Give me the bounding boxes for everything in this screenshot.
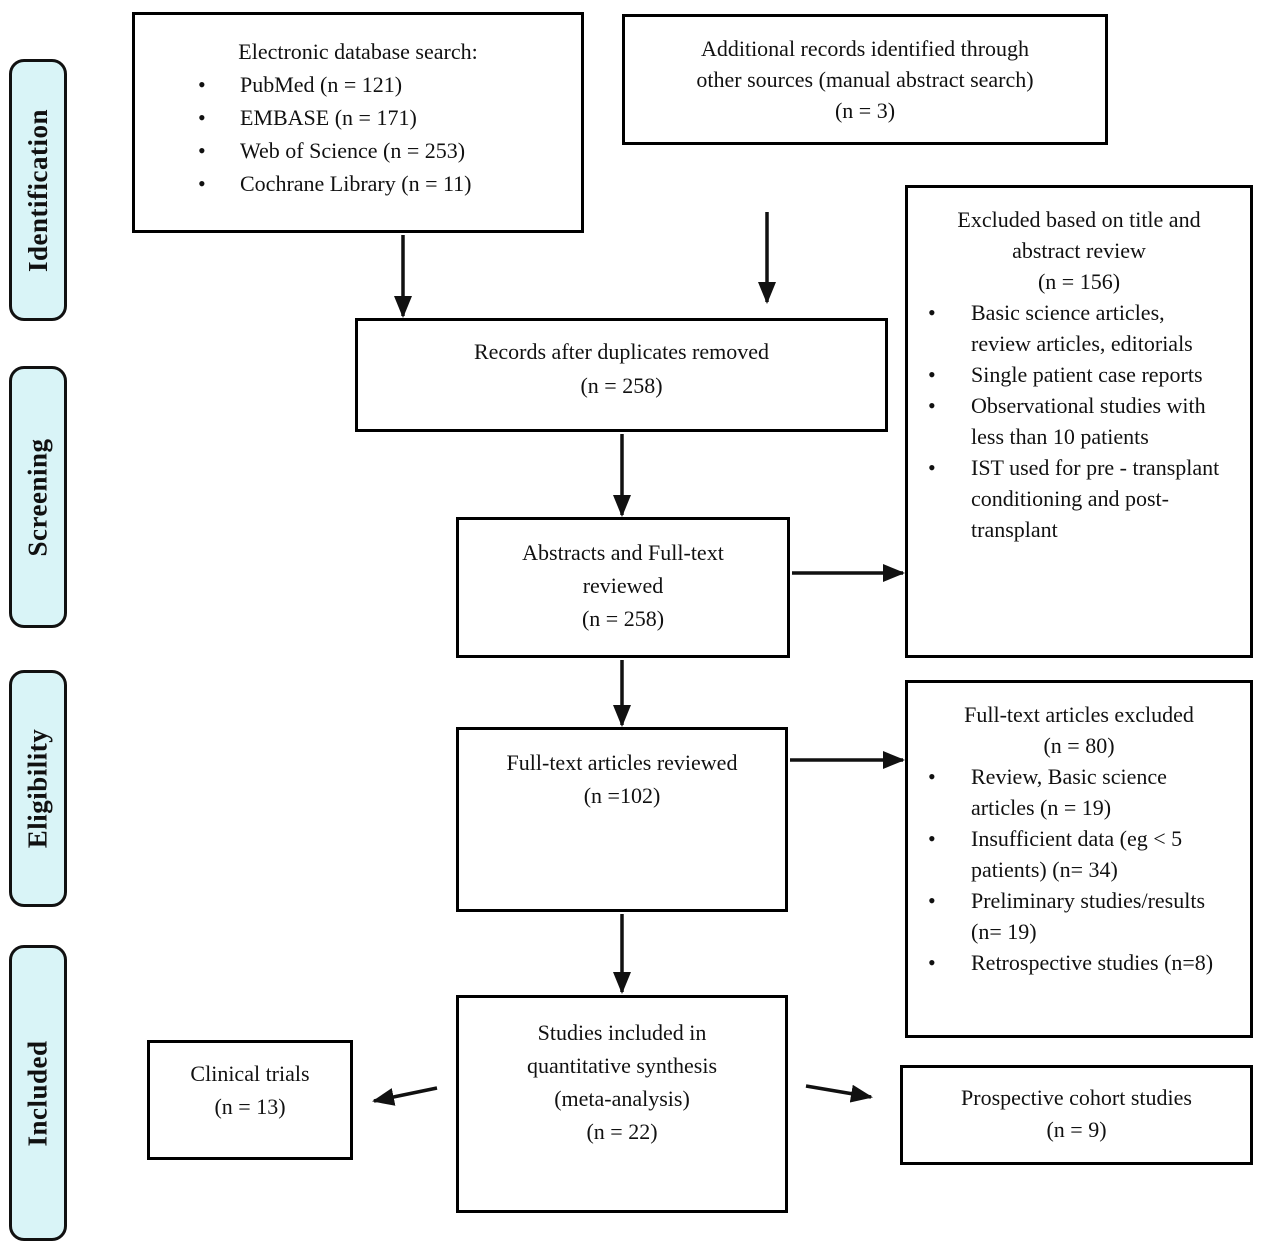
box-line: (meta-analysis) <box>554 1086 690 1111</box>
excluded-title-abstract-box: Excluded based on title and abstract rev… <box>905 185 1253 658</box>
box-line: reviewed <box>582 573 664 598</box>
database-list: PubMed (n = 121) EMBASE (n = 171) Web of… <box>135 68 581 200</box>
box-line: Full-text articles reviewed <box>506 750 738 775</box>
list-item: Insufficient data (eg < 5 patients) (n= … <box>908 823 1250 885</box>
stage-identification: Identification <box>9 59 67 321</box>
box-line: other sources (manual abstract search) <box>696 67 1034 92</box>
stage-label: Screening <box>22 438 53 556</box>
stage-included: Included <box>9 945 67 1241</box>
prospective-cohort-box: Prospective cohort studies (n = 9) <box>900 1065 1253 1165</box>
list-item: Review, Basic science articles (n = 19) <box>908 761 1250 823</box>
clinical-trials-box: Clinical trials (n = 13) <box>147 1040 353 1160</box>
abstracts-reviewed-box: Abstracts and Full-text reviewed (n = 25… <box>456 517 790 658</box>
stage-label: Included <box>22 1039 53 1147</box>
box-line: Abstracts and Full-text <box>522 540 724 565</box>
arrow-synthesis-to-clinical-trials <box>372 1086 438 1106</box>
box-title-line: abstract review <box>1012 238 1146 263</box>
duplicates-removed-box: Records after duplicates removed (n = 25… <box>355 318 888 432</box>
box-line: (n = 13) <box>214 1094 286 1119</box>
list-item: Basic science articles, review articles,… <box>908 297 1250 359</box>
box-line: Prospective cohort studies <box>961 1085 1192 1110</box>
stage-label: Eligibility <box>22 728 53 849</box>
box-title: Electronic database search: <box>238 39 478 64</box>
fulltext-reviewed-box: Full-text articles reviewed (n =102) <box>456 727 788 912</box>
stage-eligibility: Eligibility <box>9 670 67 907</box>
box-line: (n = 258) <box>581 606 665 631</box>
box-line: quantitative synthesis <box>526 1053 718 1078</box>
list-item: Web of Science (n = 253) <box>135 134 581 167</box>
box-line: (n = 9) <box>1046 1117 1107 1142</box>
box-title-line: (n = 80) <box>1043 733 1115 758</box>
list-item: EMBASE (n = 171) <box>135 101 581 134</box>
box-line: (n = 22) <box>586 1119 658 1144</box>
box-line: (n = 3) <box>834 98 896 123</box>
electronic-database-search-box: Electronic database search: PubMed (n = … <box>132 12 584 233</box>
stage-screening: Screening <box>9 366 67 628</box>
list-item: Observational studies with less than 10 … <box>908 390 1250 452</box>
box-line: Records after duplicates removed <box>473 339 770 364</box>
box-title-line: (n = 156) <box>1037 269 1121 294</box>
box-line: Studies included in <box>537 1020 707 1045</box>
additional-records-box: Additional records identified through ot… <box>622 14 1108 145</box>
box-line: Clinical trials <box>190 1061 310 1086</box>
fulltext-excluded-box: Full-text articles excluded (n = 80) Rev… <box>905 680 1253 1038</box>
box-line: Additional records identified through <box>700 36 1030 61</box>
list-item: Single patient case reports <box>908 359 1250 390</box>
exclusion-reason-list: Basic science articles, review articles,… <box>908 297 1250 545</box>
arrow-synthesis-to-prospective <box>805 1084 873 1103</box>
list-item: PubMed (n = 121) <box>135 68 581 101</box>
list-item: Preliminary studies/results (n= 19) <box>908 885 1250 947</box>
exclusion-reason-list: Review, Basic science articles (n = 19) … <box>908 761 1250 978</box>
list-item: Cochrane Library (n = 11) <box>135 167 581 200</box>
box-title-line: Full-text articles excluded <box>964 702 1194 727</box>
quantitative-synthesis-box: Studies included in quantitative synthes… <box>456 995 788 1213</box>
list-item: IST used for pre - transplant conditioni… <box>908 452 1250 545</box>
box-title-line: Excluded based on title and <box>957 207 1201 232</box>
box-line: (n =102) <box>583 783 661 808</box>
list-item: Retrospective studies (n=8) <box>908 947 1250 978</box>
stage-label: Identification <box>22 108 53 272</box>
box-line: (n = 258) <box>580 373 663 398</box>
